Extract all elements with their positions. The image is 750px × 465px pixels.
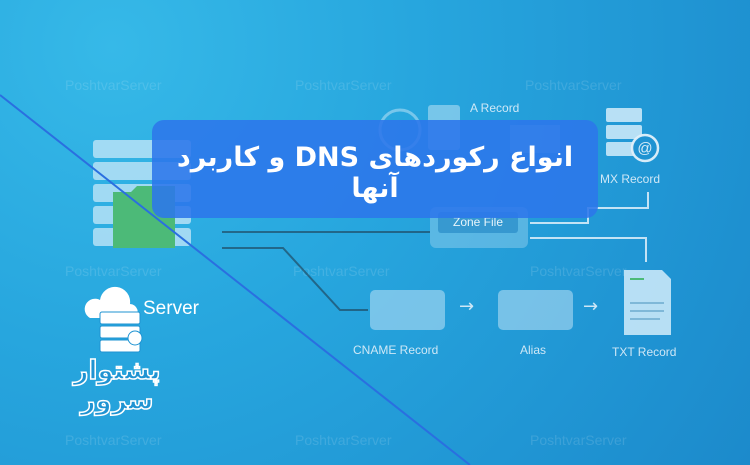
watermark: PoshtvarServer — [530, 263, 627, 279]
watermark: PoshtvarServer — [295, 432, 392, 448]
logo-server-text: Server — [143, 298, 199, 319]
cname-record-box — [370, 290, 445, 330]
watermark: PoshtvarServer — [525, 77, 622, 93]
page-title: انواع رکوردهای DNS و کاربرد آنها — [176, 142, 574, 204]
watermark: PoshtvarServer — [293, 263, 390, 279]
watermark: PoshtvarServer — [530, 432, 627, 448]
alias-box — [498, 290, 573, 330]
logo-brand-text: پشتوار سرور — [73, 355, 162, 417]
diagonal-line — [0, 94, 471, 465]
mx-record-label: MX Record — [600, 172, 661, 186]
title-banner: انواع رکوردهای DNS و کاربرد آنها — [152, 120, 598, 218]
cname-record-label: CNAME Record — [353, 343, 439, 357]
watermark: PoshtvarServer — [65, 77, 162, 93]
a-record-label: A Record — [470, 101, 520, 115]
arrow-right-icon: → — [583, 296, 599, 317]
alias-label: Alias — [520, 343, 547, 357]
txt-document-icon — [624, 270, 671, 335]
watermark: PoshtvarServer — [65, 263, 162, 279]
mx-server-icon: @ — [606, 108, 660, 163]
txt-record-label: TXT Record — [612, 345, 677, 359]
watermark: PoshtvarServer — [295, 77, 392, 93]
arrow-right-icon: → — [459, 296, 475, 317]
watermark: PoshtvarServer — [65, 432, 162, 448]
svg-text:@: @ — [637, 140, 652, 157]
